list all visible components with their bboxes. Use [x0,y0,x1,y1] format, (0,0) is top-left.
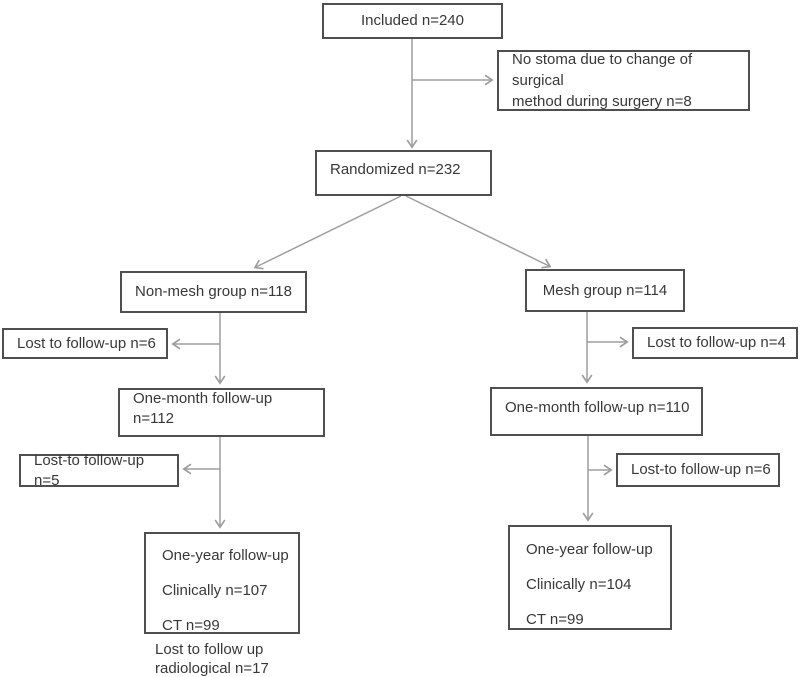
node-lost-one-year-left-label: Lost-to follow-up n=5 [34,451,145,489]
note-lost-radiological: Lost to follow up radiological n=17 [155,641,269,677]
node-lost-one-month-right: Lost to follow-up n=4 [632,327,798,359]
node-one-year-right-line3: CT n=99 [526,611,584,628]
node-mesh-group-label: Mesh group n=114 [542,281,668,299]
node-no-stoma-label: No stoma due to change of surgical metho… [512,51,693,110]
node-one-year-right-line1: One-year follow-up [526,541,653,558]
node-included-label: Included n=240 [360,12,464,29]
node-one-year-left-line3: CT n=99 [162,617,220,634]
node-lost-one-year-right: Lost-to follow-up n=6 [616,453,780,487]
node-lost-one-year-left: Lost-to follow-up n=5 [19,452,179,489]
node-included: Included n=240 [322,3,503,39]
node-one-month-left-label: One-month follow-up n=112 [133,389,273,427]
node-one-month-right-label: One-month follow-up n=110 [505,398,690,416]
node-one-year-right: One-year follow-up Clinically n=104 CT n… [508,525,672,630]
node-one-month-left: One-month follow-up n=112 [118,388,325,437]
node-one-year-right-line2: Clinically n=104 [526,576,632,593]
node-one-year-left-line2: Clinically n=107 [162,582,268,599]
node-lost-one-year-right-label: Lost-to follow-up n=6 [631,461,771,478]
node-lost-one-month-left-label: Lost to follow-up n=6 [17,334,156,352]
node-lost-one-month-left: Lost to follow-up n=6 [2,328,168,359]
node-lost-one-month-right-label: Lost to follow-up n=4 [647,334,786,351]
node-non-mesh-group-label: Non-mesh group n=118 [135,283,292,300]
node-one-month-right: One-month follow-up n=110 [490,387,703,436]
node-non-mesh-group: Non-mesh group n=118 [120,271,307,313]
node-mesh-group: Mesh group n=114 [525,269,685,312]
node-randomized-label: Randomized n=232 [330,161,461,178]
connector-randomized-to-nonmesh [253,195,402,270]
node-one-year-left-line1: One-year follow-up [162,547,289,564]
node-randomized: Randomized n=232 [315,150,492,196]
node-one-year-left: One-year follow-up Clinically n=107 CT n… [144,532,300,634]
connector-randomized-to-mesh [405,195,552,269]
node-no-stoma: No stoma due to change of surgical metho… [497,50,750,111]
